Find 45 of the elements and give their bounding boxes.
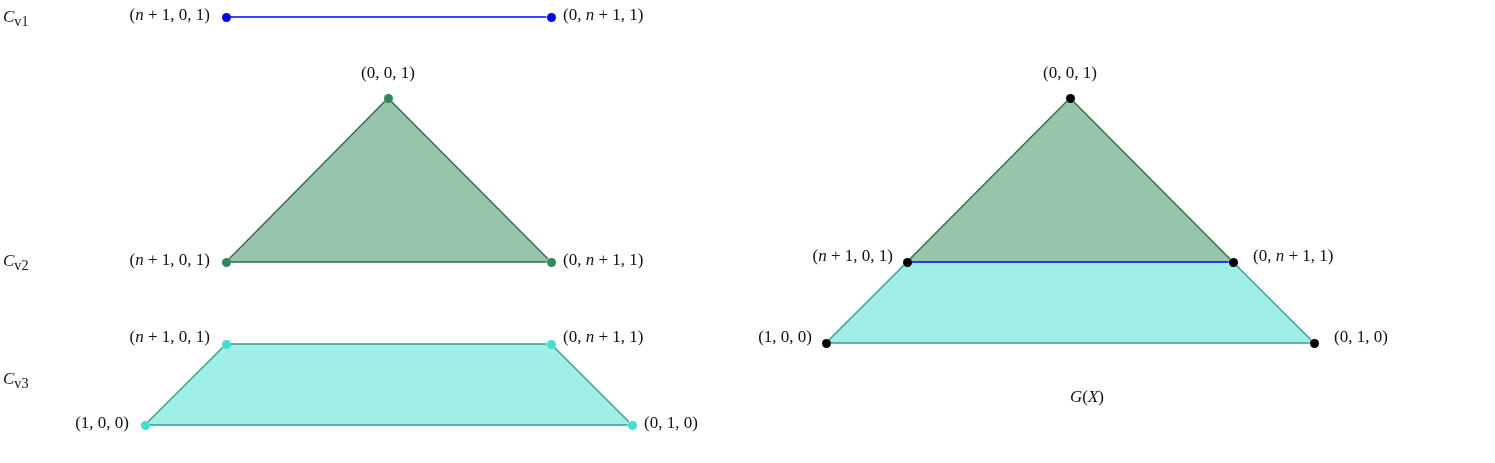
polytope-edge: [828, 264, 905, 341]
vertex-label: (0, n + 1, 1): [563, 251, 644, 268]
vertex-dot: [821, 338, 831, 348]
vertex-label: (0, 0, 1): [1043, 64, 1097, 81]
polytope-edge: [553, 346, 630, 423]
vertex-dot: [1228, 257, 1238, 267]
vertex-label: (1, 0, 0): [758, 328, 812, 345]
graph-label: G(X): [1070, 388, 1104, 405]
vertex-dot: [221, 339, 231, 349]
vertex-label: (0, n + 1, 1): [563, 328, 644, 345]
vertex-dot: [1309, 338, 1319, 348]
vertex-dot: [383, 93, 393, 103]
vertex-label: (0, 0, 1): [361, 64, 415, 81]
vertex-label: (n + 1, 0, 1): [129, 6, 210, 23]
vertex-dot: [902, 257, 912, 267]
vertex-dot: [546, 257, 556, 267]
polytope-edge: [228, 100, 386, 260]
vertex-dot: [221, 12, 231, 22]
polytope-edge: [1072, 100, 1231, 260]
vertex-dot: [546, 12, 556, 22]
vertex-dot: [140, 420, 150, 430]
vertex-label: (n + 1, 0, 1): [812, 247, 893, 264]
polytope-edge: [909, 100, 1068, 260]
vertex-dot: [221, 257, 231, 267]
vertex-label: (0, n + 1, 1): [563, 6, 644, 23]
polytope-edge: [390, 100, 549, 260]
cell-complex-label: C$_{v1}$: [3, 8, 29, 29]
vertex-label: (n + 1, 0, 1): [129, 328, 210, 345]
polytope-edge: [1235, 264, 1312, 341]
polytope-edge: [229, 261, 548, 263]
vertex-label: (0, n + 1, 1): [1253, 247, 1334, 264]
vertex-dot: [546, 339, 556, 349]
polytope-edge: [229, 343, 548, 345]
vertex-label: (0, 1, 0): [644, 414, 698, 431]
polytope-edge: [148, 424, 629, 426]
cell-complex-label: C$_{v2}$: [3, 252, 29, 273]
vertex-dot: [1065, 93, 1075, 103]
cell-complex-label: C$_{v3}$: [3, 370, 29, 391]
vertex-dot: [627, 420, 637, 430]
polytope-edge: [229, 16, 548, 18]
vertex-label: (1, 0, 0): [75, 414, 129, 431]
vertex-label: (0, 1, 0): [1334, 328, 1388, 345]
polytope-edge: [829, 342, 1311, 344]
vertex-label: (n + 1, 0, 1): [129, 251, 210, 268]
polytope-edge: [147, 346, 224, 423]
